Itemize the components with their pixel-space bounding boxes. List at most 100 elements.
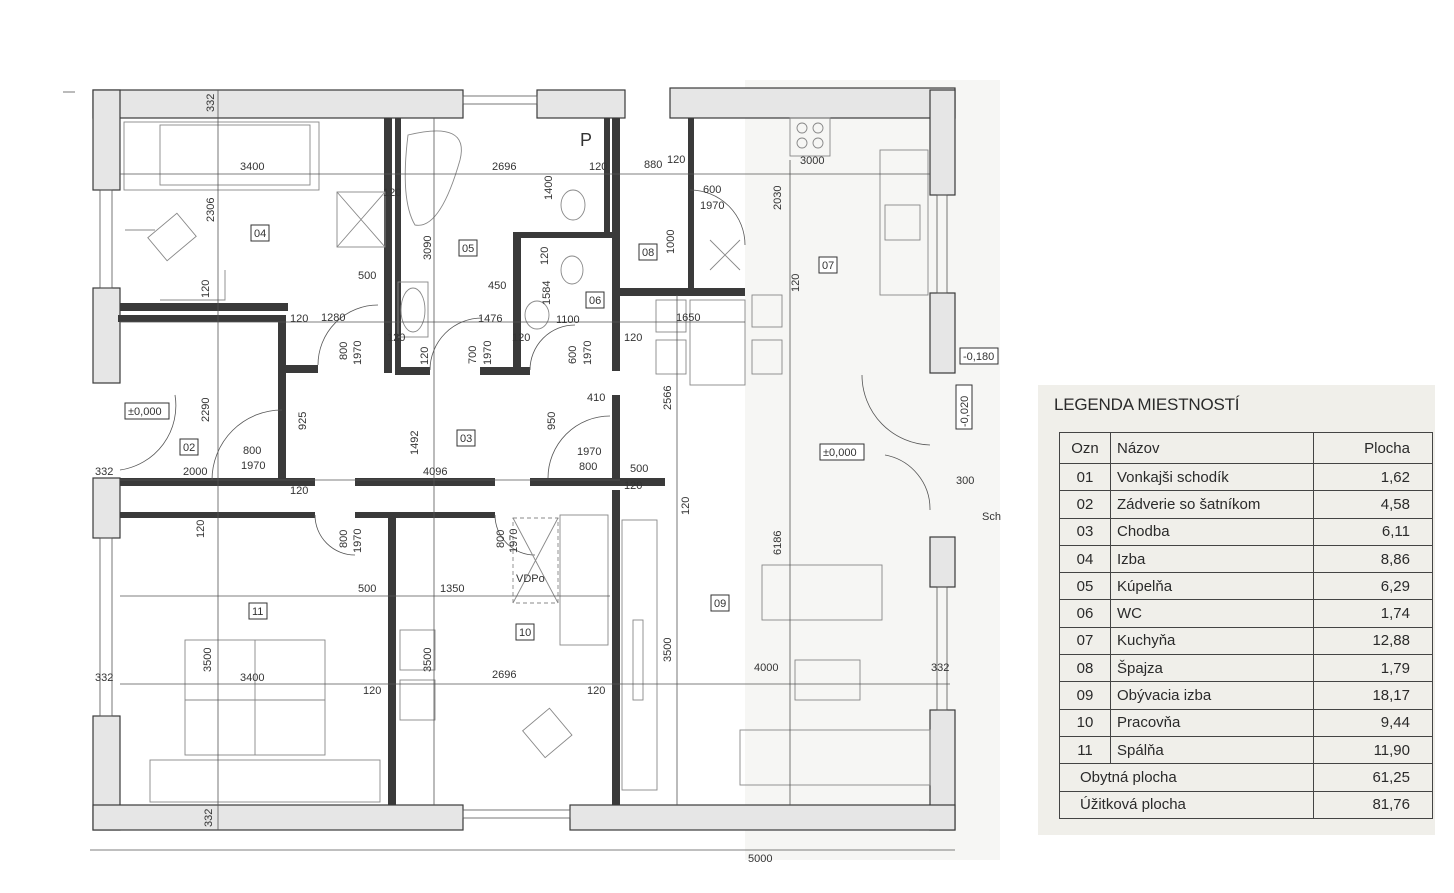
dim-label: 3500 (662, 638, 674, 662)
dim-label: 1100 (556, 314, 580, 326)
dim-label: 3400 (240, 672, 264, 684)
dim-label: 1400 (543, 176, 555, 200)
dim-label: 120 (587, 685, 605, 697)
dim-label: 880 (644, 159, 662, 171)
room-name: Izba (1110, 544, 1314, 574)
dim-label: 120 (195, 520, 207, 538)
room-tag-06: 06 (589, 295, 601, 307)
dim-label: 500 (358, 583, 376, 595)
doors (119, 189, 931, 556)
dim-label: 120 (589, 161, 607, 173)
dimension-lines (63, 90, 955, 851)
total-area: 81,76 (1313, 790, 1433, 819)
interior-walls (118, 118, 745, 805)
dim-label: 1970 (352, 341, 364, 365)
dimension-labels: 332 3400 2306 120 2696 1400 120 880 120 … (95, 94, 974, 865)
room-code: 10 (1059, 708, 1111, 737)
dim-label: 120 (624, 480, 642, 492)
room-tag-09: 09 (714, 598, 726, 610)
dim-label: 800 (243, 445, 261, 457)
room-code: 06 (1059, 599, 1111, 628)
furniture (123, 117, 931, 803)
dim-label: 332 (931, 662, 949, 674)
dim-label: 120 (383, 187, 401, 199)
room-area: 6,29 (1313, 572, 1433, 601)
room-name: Zádverie so šatníkom (1110, 490, 1314, 519)
dim-label: 3090 (422, 236, 434, 260)
dim-label: 600 (567, 346, 579, 364)
dim-label: 120 (200, 280, 212, 298)
dim-label: 120 (363, 685, 381, 697)
dim-label: 3400 (240, 161, 264, 173)
dim-label: 120 (624, 332, 642, 344)
room-name: WC (1110, 599, 1314, 628)
room-code: 01 (1059, 462, 1111, 492)
dim-label: 925 (297, 412, 309, 430)
room-name: Vonkajši schodík (1110, 462, 1314, 492)
dim-label: 500 (358, 270, 376, 282)
dim-label: 950 (546, 412, 558, 430)
sch-label: Sch (982, 511, 1001, 523)
dim-label: 2566 (662, 386, 674, 410)
dim-label: 1000 (665, 230, 677, 254)
room-tag-07: 07 (822, 260, 834, 272)
dim-label: 300 (956, 475, 974, 487)
dim-label: 800 (338, 530, 350, 548)
room-code: 11 (1059, 735, 1111, 765)
dim-label: 332 (95, 672, 113, 684)
level-mark: ±0,000 (128, 406, 162, 418)
header-name: Názov (1110, 432, 1314, 464)
dim-label: 2290 (200, 398, 212, 422)
room-tags: 04 05 06 08 07 02 03 11 10 09 (179, 224, 838, 641)
dim-label: 5000 (748, 853, 772, 865)
room-code: 08 (1059, 654, 1111, 683)
room-name: Kuchyňa (1110, 626, 1314, 656)
room-tag-08: 08 (642, 247, 654, 259)
dim-label: 2000 (183, 466, 207, 478)
room-area: 4,58 (1313, 490, 1433, 519)
dim-label: 120 (387, 332, 405, 344)
dim-label: 120 (290, 313, 308, 325)
room-name: Kúpelňa (1110, 572, 1314, 601)
outer-walls (92, 87, 956, 831)
dim-label: 120 (539, 247, 551, 265)
dim-label: 4096 (423, 466, 447, 478)
room-name: Spálňa (1110, 735, 1314, 765)
room-tag-05: 05 (462, 243, 474, 255)
dim-label: 120 (790, 274, 802, 292)
dim-label: 120 (290, 485, 308, 497)
dim-label: 3500 (202, 648, 214, 672)
dim-label: 1970 (582, 341, 594, 365)
room-name: Chodba (1110, 517, 1314, 546)
level-mark: -0,020 (959, 396, 971, 427)
room-area: 6,11 (1313, 517, 1433, 546)
dim-label: 1970 (241, 460, 265, 472)
dim-label: 700 (467, 346, 479, 364)
dim-label: 2030 (772, 186, 784, 210)
header-code: Ozn (1059, 432, 1111, 464)
dim-label: 1350 (440, 583, 464, 595)
room-area: 12,88 (1313, 626, 1433, 656)
room-name: Obývacia izba (1110, 681, 1314, 710)
dim-label: 1280 (321, 312, 345, 324)
level-mark: -0,180 (963, 351, 994, 363)
dim-label: 1970 (577, 446, 601, 458)
dim-label: 120 (512, 332, 530, 344)
room-code: 03 (1059, 517, 1111, 546)
room-tag-11: 11 (252, 606, 263, 618)
dim-label: 1476 (478, 313, 502, 325)
dim-label: 450 (488, 280, 506, 292)
room-tag-03: 03 (460, 433, 472, 445)
room-area: 1,79 (1313, 654, 1433, 683)
legend-title: LEGENDA MIESTNOSTÍ (1054, 395, 1240, 414)
vdp-label: VDPo (516, 573, 545, 585)
total-label: Úžitková plocha (1059, 790, 1314, 819)
dim-label: 800 (579, 461, 597, 473)
